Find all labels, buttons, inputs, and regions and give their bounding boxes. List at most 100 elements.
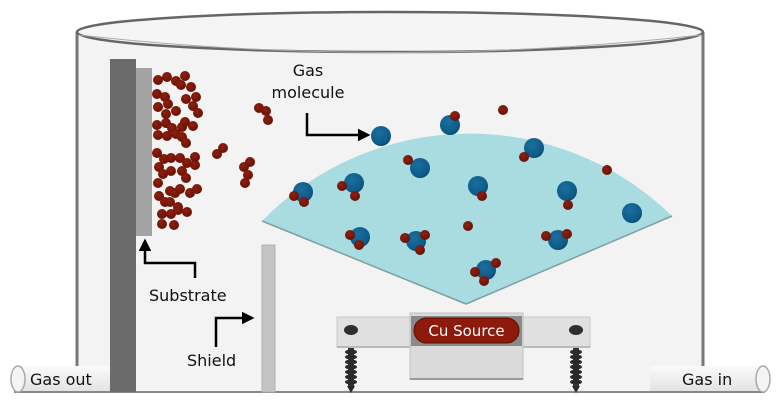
- screw-tip: [572, 386, 580, 393]
- cu-atom: [415, 245, 425, 255]
- cu-atom: [171, 106, 181, 116]
- cu-atom: [563, 200, 573, 210]
- gas-in-label: Gas in: [682, 370, 732, 389]
- gas-molecule: [371, 126, 391, 146]
- cu-atom: [152, 89, 162, 99]
- cu-atom: [157, 219, 167, 229]
- cu-atom: [420, 230, 430, 240]
- plasma-plume: [262, 133, 672, 304]
- cu-atom: [175, 153, 185, 163]
- cu-atom: [240, 178, 250, 188]
- gas-molecule-label-line2: molecule: [272, 83, 345, 102]
- cu-atom: [337, 181, 347, 191]
- cu-atom: [243, 170, 253, 180]
- gas-in-pipe-opening: [755, 365, 771, 393]
- screw-tip: [347, 386, 355, 393]
- cu-atom: [152, 120, 162, 130]
- cu-atom: [602, 165, 612, 175]
- cu-atom: [491, 258, 501, 268]
- cu-atom: [169, 220, 179, 230]
- bolt-head-left: [344, 325, 358, 335]
- screw-right-icon: [570, 348, 582, 393]
- cu-atom: [188, 121, 198, 131]
- plume-edge-left: [261, 220, 467, 305]
- cu-atom: [354, 240, 364, 250]
- screw-thread: [570, 374, 582, 380]
- screw-thread: [570, 349, 582, 355]
- cu-atom: [345, 230, 355, 240]
- cu-atom: [165, 197, 175, 207]
- cu-atom: [152, 148, 162, 158]
- screw-thread: [570, 379, 582, 385]
- cu-atom: [153, 130, 163, 140]
- gas-out-label: Gas out: [30, 370, 92, 389]
- cu-atom: [181, 94, 191, 104]
- cu-atom: [173, 205, 183, 215]
- cu-atom: [519, 152, 529, 162]
- cu-atom: [166, 153, 176, 163]
- cu-source-label: Cu Source: [428, 322, 504, 340]
- cu-atom: [166, 166, 176, 176]
- cu-atom: [180, 71, 190, 81]
- cu-atom: [479, 276, 489, 286]
- cu-atom: [245, 157, 255, 167]
- cu-atom: [176, 80, 186, 90]
- screw-thread: [570, 364, 582, 370]
- screw-thread: [345, 374, 357, 380]
- substrate: [136, 68, 152, 236]
- screw-thread: [570, 359, 582, 365]
- gas-molecule: [476, 260, 496, 280]
- screw-thread: [345, 349, 357, 355]
- gas-molecules: [289, 111, 642, 286]
- cu-atom: [157, 209, 167, 219]
- cu-atom: [175, 184, 185, 194]
- chamber-top-rim: [75, 10, 705, 54]
- cu-atom: [218, 143, 228, 153]
- cu-atom: [350, 191, 360, 201]
- cu-atom: [162, 131, 172, 141]
- screw-thread: [345, 379, 357, 385]
- gas-molecule-label-line1: Gas: [293, 61, 324, 80]
- cu-atom: [450, 111, 460, 121]
- cu-atom: [477, 191, 487, 201]
- gas-molecule: [468, 176, 488, 196]
- screw-thread: [570, 354, 582, 360]
- gas-molecule: [344, 173, 364, 193]
- cu-atom: [562, 229, 572, 239]
- cu-atom: [263, 115, 273, 125]
- gas-molecule: [524, 138, 544, 158]
- cu-atom: [403, 155, 413, 165]
- screw-thread: [345, 359, 357, 365]
- screw-thread: [570, 369, 582, 375]
- cu-atom: [191, 92, 201, 102]
- cu-atom: [180, 117, 190, 127]
- chamber-rim-inner: [78, 34, 702, 53]
- cu-atom: [158, 169, 168, 179]
- cu-atom: [193, 108, 203, 118]
- cu-atom: [261, 106, 271, 116]
- cu-atom: [161, 109, 171, 119]
- cu-atom: [463, 221, 473, 231]
- cu-atom: [541, 231, 551, 241]
- cu-atom: [299, 197, 309, 207]
- cu-atom: [190, 152, 200, 162]
- cu-atom: [163, 99, 173, 109]
- cu-atom: [400, 233, 410, 243]
- free-cu-atoms: [212, 103, 612, 231]
- gas-molecule: [557, 181, 577, 201]
- cu-atom: [498, 105, 508, 115]
- shield: [261, 244, 276, 393]
- screw-thread: [345, 364, 357, 370]
- gas-molecule: [622, 203, 642, 223]
- substrate-label: Substrate: [149, 286, 227, 305]
- cu-atom: [181, 138, 191, 148]
- deposited-cu-film: [152, 71, 203, 230]
- cu-atom: [153, 102, 163, 112]
- cu-atom: [162, 72, 172, 82]
- substrate-holder: [110, 59, 136, 392]
- screw-thread: [345, 369, 357, 375]
- gas-molecule-arrow: [305, 113, 371, 142]
- gas-out-pipe-opening: [10, 365, 26, 393]
- cu-atom: [186, 82, 196, 92]
